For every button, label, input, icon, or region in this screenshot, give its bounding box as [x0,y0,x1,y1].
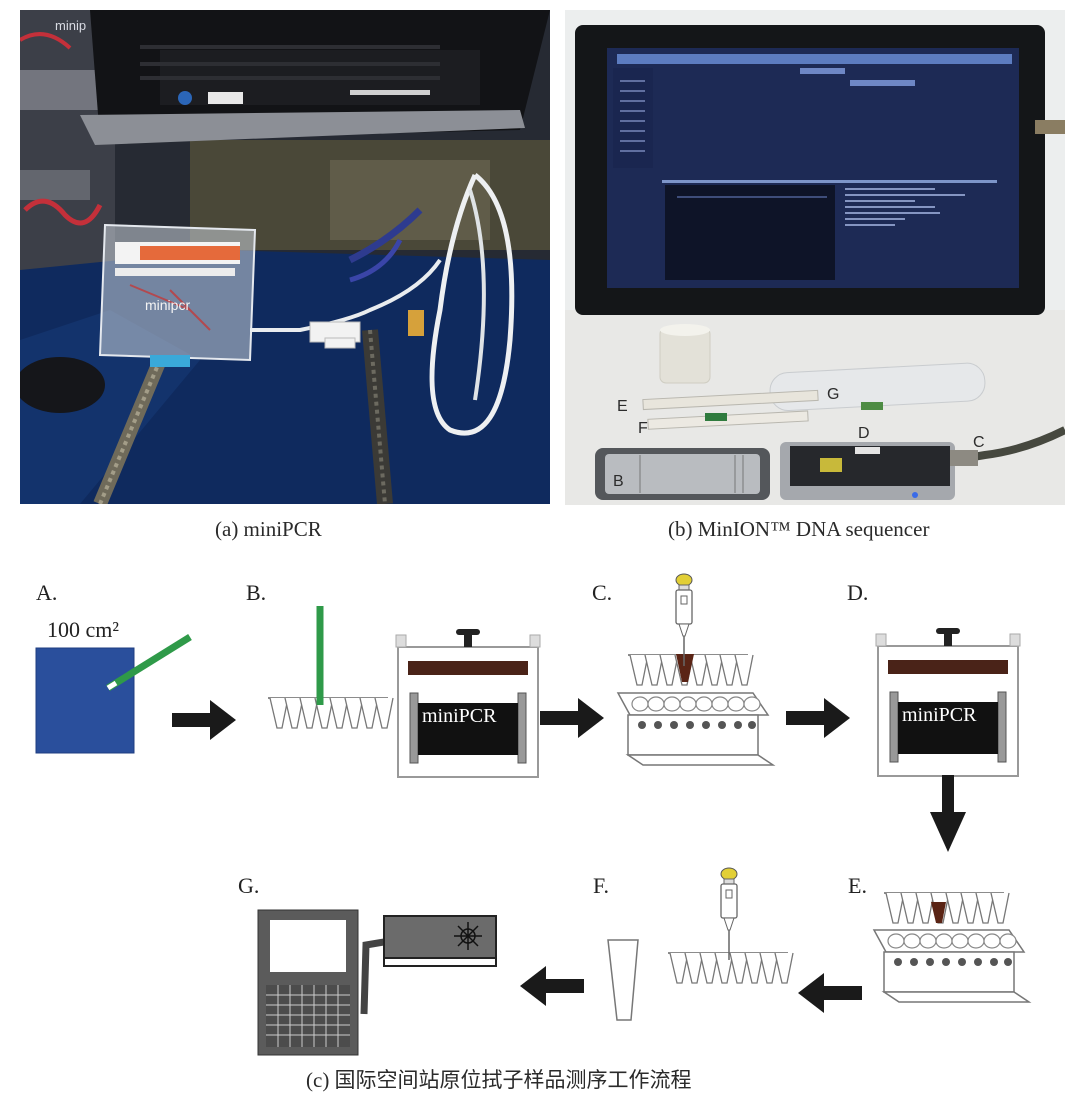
device-brand-text: minipcr [145,297,190,313]
label-d: D [858,425,870,442]
step-a-swab-area [35,634,192,754]
minipcr-text-d: miniPCR [902,704,977,726]
laptop [80,10,550,145]
cup [659,324,711,384]
minipcr-text-b: miniPCR [422,705,497,727]
usb-cable [954,426,1065,464]
sticker-text: minip [55,18,86,33]
arrow-a-to-b [172,700,236,740]
step-d-minipcr-icon [875,627,1021,777]
label-f: F [638,420,648,437]
arrow-f-to-g [520,966,584,1006]
caption-b: (b) MinION™ DNA sequencer [668,517,930,541]
step-label-b: B. [246,580,267,605]
step-g-laptop-sequencer [257,909,497,1056]
step-label-g: G. [238,873,260,898]
flow-cell-case [595,448,770,500]
step-b-tubes [267,606,394,729]
usb-cables [250,173,515,436]
arrow-b-to-c [540,698,604,738]
arrow-d-to-e [930,775,966,852]
arrow-c-to-d [786,698,850,738]
label-c: C [973,434,985,451]
step-b-minipcr-icon [395,628,541,778]
step-label-c: C. [592,580,613,605]
caption-c: (c) 国际空间站原位拭子样品测序工作流程 [306,1068,692,1092]
step-c-rack [617,573,774,766]
round-object [20,357,105,413]
step-f-tubes [607,867,794,1021]
step-label-a: A. [36,580,58,605]
area-label: 100 cm² [47,617,119,642]
step-label-f: F. [593,873,609,898]
label-b: B [613,473,624,490]
caption-a: (a) miniPCR [215,517,322,541]
tablet [575,25,1065,315]
syringes [642,389,819,430]
photo-minion: B C D E F G [565,10,1065,505]
minipcr-device: minipcr [98,223,257,367]
minion-device [780,442,955,500]
step-e-rack [873,892,1030,1003]
collection-tube [607,939,639,1021]
arrow-e-to-f [798,973,862,1013]
step-label-d: D. [847,580,869,605]
step-label-e: E. [848,873,867,898]
label-e: E [617,398,628,415]
label-g: G [827,386,839,403]
photo-minipcr: minipcr minip [20,10,550,504]
